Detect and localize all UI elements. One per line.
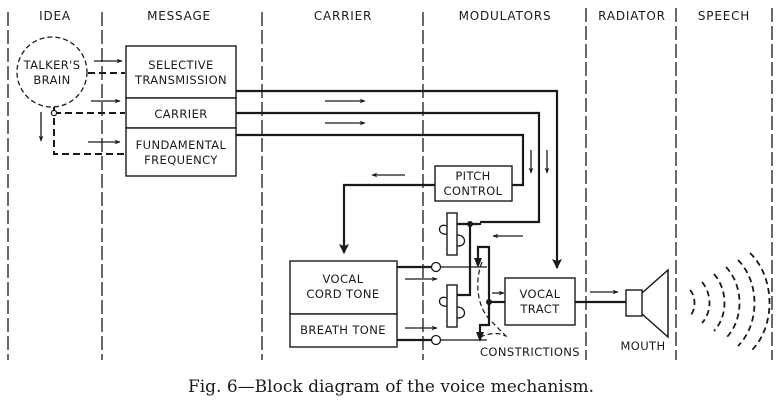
pitch-control-node: PITCH CONTROL [434,165,513,202]
line-carrier-to-modulators [236,111,541,224]
constrictions-label: CONSTRICTIONS [480,345,580,359]
constriction-path [476,245,491,335]
constriction-curve [479,332,506,338]
column-headers: IDEA MESSAGE CARRIER MODULATORS RADIATOR… [39,9,750,23]
breath-tone-label: BREATH TONE [300,323,386,337]
link-brain-fundamental [53,107,125,155]
pitch-label-line1: PITCH [455,169,490,183]
constrictions: CONSTRICTIONS [474,245,580,359]
sound-wave [725,266,741,339]
figure-caption: Fig. 6—Block diagram of the voice mechan… [188,377,594,397]
fundamental-label-line1: FUNDAMENTAL [136,138,227,152]
arrow-head [474,258,482,268]
selective-label-line1: SELECTIVE [148,58,213,72]
terminal [430,261,442,273]
selective-label-line2: TRANSMISSION [134,73,227,87]
vocal-cord-label-line1: VOCAL [322,272,363,286]
vocal-tract-label-line2: TRACT [519,302,560,316]
valve-coil [438,224,448,235]
message-stack: SELECTIVE TRANSMISSION CARRIER FUNDAMENT… [125,45,237,177]
mouth-label: MOUTH [620,339,665,353]
vocal-tract-box [504,277,576,326]
vocal-tract-node: VOCAL TRACT [504,277,626,326]
line-pitch-to-vocal-cord [339,183,435,254]
speech-waves [689,252,771,353]
junction [467,221,473,227]
column-separators [7,8,773,360]
constriction-curve [477,261,509,339]
sound-wave [737,259,756,347]
header-carrier: CARRIER [314,9,372,23]
sound-wave [749,252,771,353]
valve-coil [438,296,448,307]
breath-tone-box [289,313,398,348]
mouth-horn [641,268,669,339]
sound-wave [701,281,711,324]
vocal-tract-label-line1: VOCAL [519,287,560,301]
modulator-valves [397,212,487,346]
pitch-control-box [434,165,513,202]
talkers-brain-node: TALKER'S BRAIN [16,36,88,108]
line-selective-to-vocal-tract [236,89,562,269]
junction [50,109,58,117]
carrier-box [125,97,237,129]
brain-circle [16,36,88,108]
valve-coil [456,234,466,247]
header-radiator: RADIATOR [598,9,666,23]
brain-label-line2: BRAIN [33,73,70,87]
lower-valve [446,284,458,328]
brain-links [38,58,125,155]
header-idea: IDEA [39,9,71,23]
line-fundamental-to-pitch [236,133,525,187]
header-message: MESSAGE [147,9,211,23]
sound-wave [713,273,726,332]
brain-label-line1: TALKER'S [23,58,81,72]
header-modulators: MODULATORS [459,9,552,23]
mouth-radiator: MOUTH [620,268,669,353]
mouth-throat [625,289,643,317]
fundamental-frequency-box [125,127,237,177]
fundamental-label-line2: FREQUENCY [144,153,218,167]
selective-transmission-box [125,45,237,99]
vocal-cord-tone-box [289,260,398,315]
line [457,222,482,226]
valve-coil [456,306,466,319]
pitch-label-line2: CONTROL [444,184,503,198]
terminal [430,334,442,346]
upper-valve [446,212,458,256]
vocal-cord-label-line2: CORD TONE [306,287,379,301]
signal-lines [236,89,562,269]
sound-wave [689,289,696,317]
line [457,224,472,297]
source-stack: VOCAL CORD TONE BREATH TONE [289,260,398,348]
header-speech: SPEECH [698,9,750,23]
carrier-label: CARRIER [154,107,207,121]
